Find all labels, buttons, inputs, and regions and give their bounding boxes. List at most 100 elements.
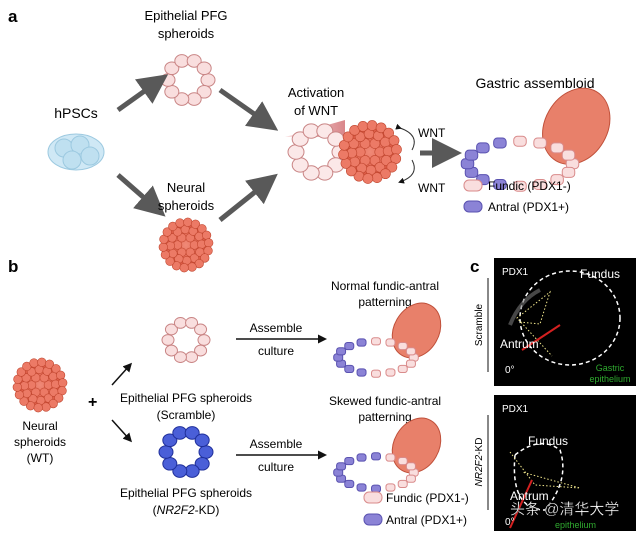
cell xyxy=(173,351,187,364)
cell xyxy=(196,61,212,76)
watermark: 头条 @清华大学 xyxy=(510,501,619,518)
cell xyxy=(162,433,178,448)
fundic-cell xyxy=(533,137,547,149)
arrow-epithelial-to-combine xyxy=(218,87,279,131)
cell xyxy=(184,426,200,440)
epithelial-spheroid-scramble xyxy=(161,316,211,364)
fundic-cell xyxy=(550,142,564,154)
cell xyxy=(162,227,172,237)
wnt-arrow-bottom xyxy=(398,159,415,184)
cell xyxy=(29,358,39,368)
stain-label-bottom: PDX1 xyxy=(502,404,529,415)
activation-label-1: Activation xyxy=(288,85,344,100)
cell xyxy=(164,344,178,357)
cell xyxy=(194,231,204,242)
neural-spheroid-wt xyxy=(12,357,68,413)
cell xyxy=(287,144,305,160)
cell xyxy=(33,403,43,413)
antrum-label-top: Antrum xyxy=(500,337,539,351)
cell xyxy=(12,382,22,392)
cell xyxy=(194,344,208,357)
cell xyxy=(174,92,190,106)
cell xyxy=(338,149,349,160)
fundic-cell xyxy=(405,474,416,483)
wnt-label-bottom: WNT xyxy=(418,181,446,195)
cell xyxy=(44,359,55,369)
assemble-bottom-2: culture xyxy=(258,460,294,474)
hpsc-cluster xyxy=(47,133,105,171)
neural-wt-label-1: Neural xyxy=(22,419,57,433)
fundic-cell xyxy=(385,483,396,492)
cell xyxy=(197,334,211,346)
cell xyxy=(391,144,402,155)
cell xyxy=(22,388,32,399)
cell xyxy=(190,219,201,229)
epithelial-label-1: Epithelial PFG xyxy=(144,8,227,23)
cell xyxy=(197,224,207,234)
fundic-cell xyxy=(371,337,381,346)
cell xyxy=(196,84,212,99)
fundic-cell xyxy=(405,462,416,471)
condition-scramble: Scramble xyxy=(474,303,485,346)
cell xyxy=(173,316,187,329)
cell xyxy=(185,351,199,364)
neural-label-1: Neural xyxy=(167,180,205,195)
cell xyxy=(51,364,61,374)
cell xyxy=(164,84,180,99)
cell xyxy=(54,393,64,403)
cell xyxy=(16,367,26,377)
antral-cell xyxy=(493,137,507,149)
cell xyxy=(198,445,214,459)
fundic-cell xyxy=(405,347,416,356)
cell xyxy=(162,456,178,471)
legend-b-fundic: Fundic (PDX1-) xyxy=(363,491,469,505)
plus-sign: + xyxy=(88,394,97,411)
cell xyxy=(58,378,68,388)
micrograph-kd: PDX1 Fundus Antrum 0° epithelium xyxy=(494,395,636,531)
hpscs-label: hPSCs xyxy=(54,105,98,121)
normal-assembloid xyxy=(333,302,442,378)
arrow-to-epithelial xyxy=(116,74,169,113)
cell xyxy=(183,217,193,227)
epithelium-label-bottom: epithelium xyxy=(555,520,596,530)
fundic-cell xyxy=(513,180,527,192)
neural-label-2: spheroids xyxy=(158,198,215,213)
cell xyxy=(19,396,29,406)
antral-cell xyxy=(336,347,347,356)
condition-kd-gene: NR2F2 xyxy=(474,454,485,486)
wnt-arrow-top xyxy=(395,123,415,151)
antral-cell xyxy=(356,453,367,462)
cell xyxy=(194,433,210,448)
cell xyxy=(41,402,51,412)
cell xyxy=(161,334,175,346)
fundic-cell xyxy=(561,149,576,161)
epithelial-label-2: spheroids xyxy=(158,26,215,41)
fundus-label-bottom: Fundus xyxy=(528,434,568,448)
cell xyxy=(48,371,58,382)
epithelial-spheroid-kd xyxy=(158,426,214,478)
arrow-to-kd xyxy=(111,419,133,443)
cell xyxy=(165,256,175,266)
cell xyxy=(201,230,212,240)
stain-label-top: PDX1 xyxy=(502,267,529,278)
wnt-label-top: WNT xyxy=(418,126,446,140)
normal-label-2: patterning xyxy=(358,295,411,309)
cell xyxy=(160,73,176,87)
antral-cell xyxy=(344,456,355,466)
antral-cell xyxy=(476,142,490,154)
cell xyxy=(291,157,309,173)
neural-wt-label-3: (WT) xyxy=(27,451,54,465)
activation-label-2: of WNT xyxy=(294,103,338,118)
antral-cell xyxy=(356,483,367,492)
legend-fundic-text: Fundic (PDX1-) xyxy=(488,179,571,193)
fundic-cell xyxy=(385,453,396,462)
panel-a-label: a xyxy=(8,7,18,26)
legend-antral: Antral (PDX1+) xyxy=(463,200,569,214)
antral-cell xyxy=(344,364,355,374)
scramble-label-2: (Scramble) xyxy=(157,408,216,422)
cell xyxy=(194,456,210,471)
cell xyxy=(179,263,189,273)
kd-gene: NR2F2 xyxy=(157,503,195,517)
cell xyxy=(357,121,369,132)
